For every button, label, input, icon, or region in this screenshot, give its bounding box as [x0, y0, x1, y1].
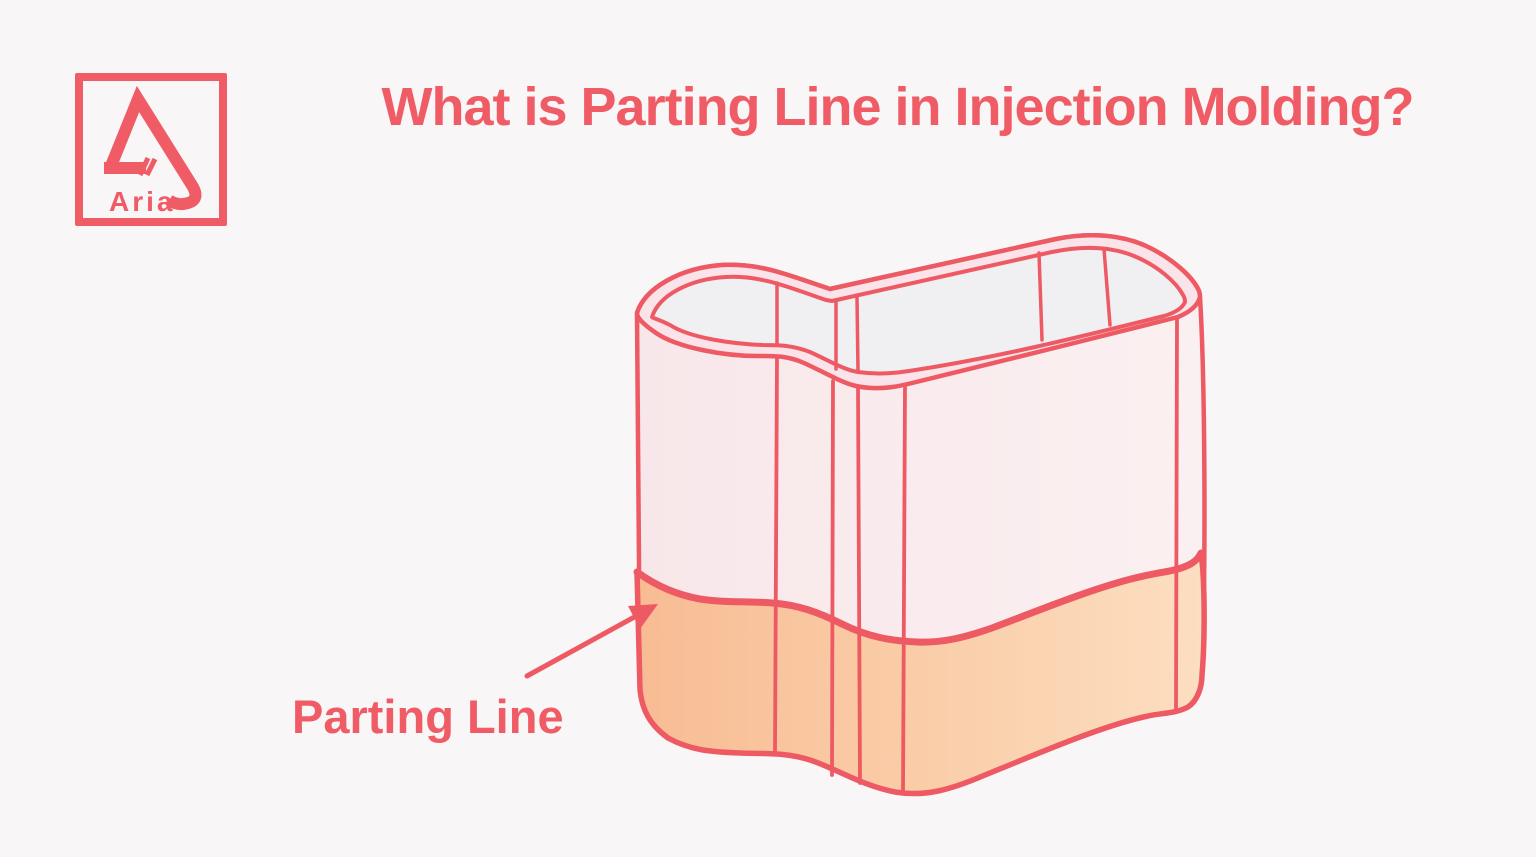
interior-edge-lines — [775, 247, 1112, 373]
parting-line-label: Parting Line — [292, 690, 564, 743]
edge-line — [856, 384, 862, 785]
edge-line — [901, 384, 907, 795]
page-title: What is Parting Line in Injection Moldin… — [381, 77, 1415, 137]
aria-triangle-icon — [104, 85, 202, 211]
logo-legs — [105, 85, 202, 211]
arrow-head — [628, 604, 658, 629]
logo-slash-1 — [137, 156, 151, 177]
interior-line — [1037, 251, 1044, 342]
arrow-line — [524, 612, 641, 679]
edge-line — [773, 355, 779, 754]
logo-slash-2 — [144, 157, 158, 177]
edge-line — [1174, 316, 1179, 714]
aria-logo: Aria — [75, 73, 227, 226]
interior-line — [855, 295, 860, 373]
edge-line — [830, 379, 835, 777]
parting-line-path — [633, 549, 1205, 646]
wall-edge-lines — [773, 316, 1179, 795]
arrow-icon — [524, 604, 658, 679]
logo-text: Aria — [109, 186, 176, 217]
interior-line — [1102, 247, 1112, 327]
rim-opening — [650, 245, 1187, 376]
